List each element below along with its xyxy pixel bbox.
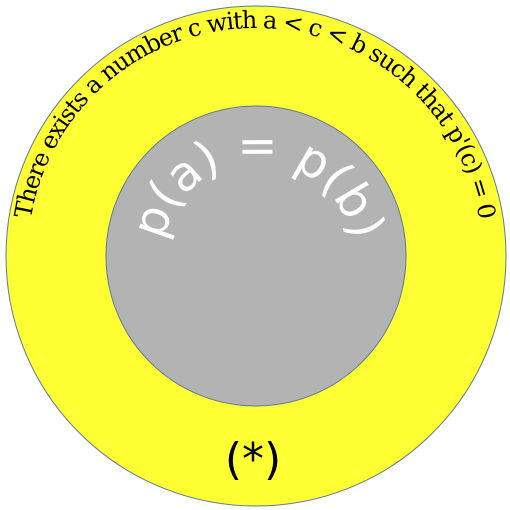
star-marker: (*) [225,434,281,485]
inner-disk [105,105,407,407]
